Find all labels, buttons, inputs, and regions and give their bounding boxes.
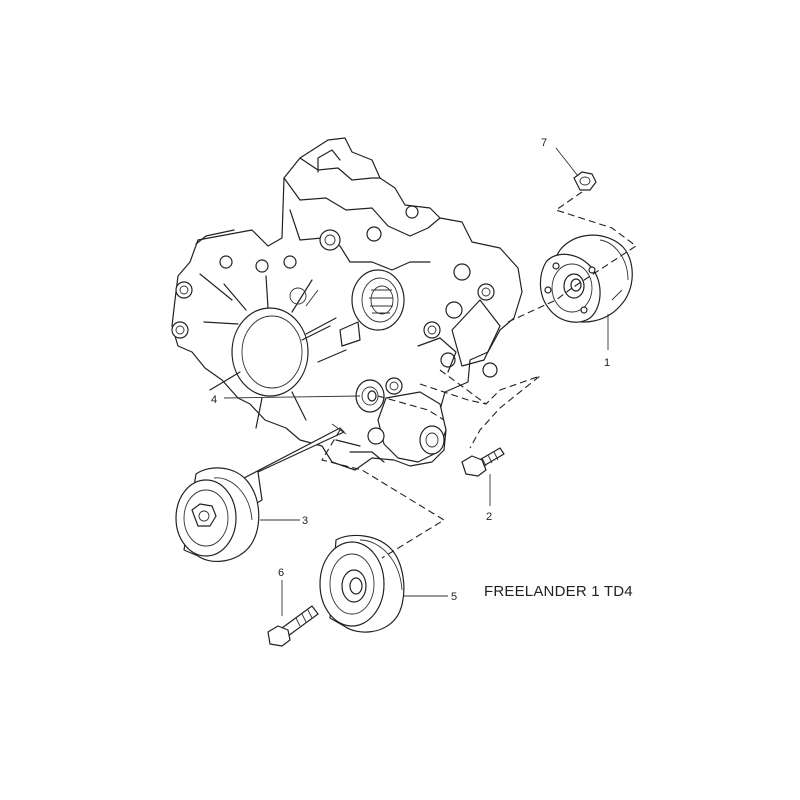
assembly-lines bbox=[321, 191, 637, 559]
idler-pulley-arm bbox=[175, 423, 347, 563]
pulley-bolt bbox=[267, 605, 319, 647]
callout-leaders bbox=[223, 147, 609, 616]
bracket-bolt bbox=[461, 447, 505, 477]
tensioner-nut bbox=[573, 171, 597, 191]
callout-2: 2 bbox=[486, 511, 492, 523]
callout-7: 7 bbox=[541, 137, 547, 149]
spacer-washer bbox=[355, 379, 385, 413]
idler-pulley bbox=[319, 534, 405, 633]
engine-front-cover bbox=[171, 137, 523, 471]
tensioner-pulley bbox=[539, 234, 633, 323]
callout-3: 3 bbox=[302, 515, 308, 527]
diagram-caption: FREELANDER 1 TD4 bbox=[484, 583, 633, 600]
callout-1: 1 bbox=[604, 357, 610, 369]
callout-6: 6 bbox=[278, 567, 284, 579]
callout-5: 5 bbox=[451, 591, 457, 603]
callout-4: 4 bbox=[211, 394, 217, 406]
